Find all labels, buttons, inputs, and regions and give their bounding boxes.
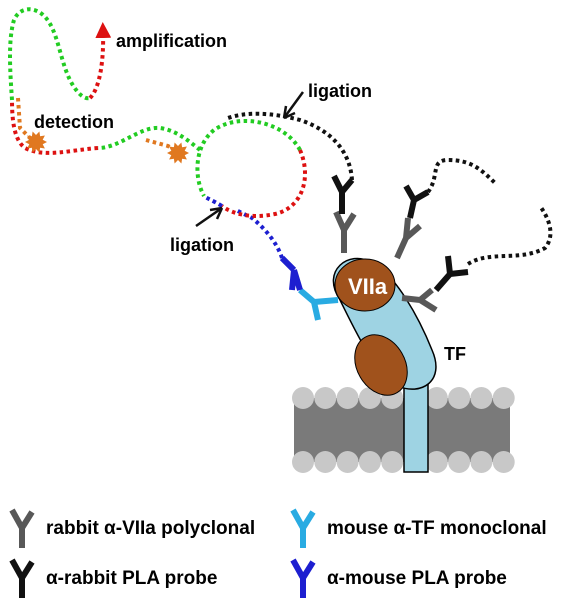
lipid-head: [292, 451, 314, 473]
legend-label: α-mouse PLA probe: [327, 568, 507, 589]
lipid-head: [448, 387, 471, 409]
anti-rabbit-pla-probe: [433, 255, 469, 292]
legend-label: α-rabbit PLA probe: [46, 568, 217, 589]
ligation-arrowhead: [209, 206, 224, 220]
legend-item-rabbit-viia: rabbit α-VIIa polyclonal: [9, 508, 255, 548]
rabbit-viia-antibody: [333, 210, 357, 253]
ligation-arrow-icon: [195, 206, 223, 228]
lipid-head: [492, 451, 515, 473]
lipid-head: [336, 451, 359, 473]
lightblue-antibody-icon: [290, 508, 316, 548]
legend: rabbit α-VIIa polyclonal mouse α-TF mono…: [9, 508, 547, 598]
lipid-head: [448, 451, 471, 473]
lipid-head: [492, 387, 515, 409]
fluorophore-icon: [167, 142, 189, 164]
rca-product-red: [88, 22, 112, 100]
legend-label: rabbit α-VIIa polyclonal: [46, 518, 255, 539]
viia-domain: [334, 258, 396, 312]
lipid-head: [381, 451, 404, 473]
rabbit-viia-antibody: [394, 217, 422, 260]
lipid-head: [292, 387, 314, 409]
detection-oligo: [16, 97, 34, 142]
circle-segment-red: [220, 149, 307, 218]
rca-product-green: [8, 7, 91, 101]
circle-segment-blue: [202, 194, 224, 208]
probe-oligo: [466, 204, 553, 266]
lipid-head: [314, 387, 337, 409]
black-antibody-icon: [9, 558, 35, 598]
lipid-head: [358, 451, 381, 473]
blue-antibody-icon: [290, 558, 316, 598]
antibodies: [279, 174, 469, 321]
mouse-tf-antibody: [298, 287, 339, 321]
gray-antibody-icon: [9, 508, 35, 548]
oligo-strands: [8, 7, 553, 266]
legend-item-mouse-tf: mouse α-TF monoclonal: [290, 508, 547, 548]
rabbit-viia-antibody: [401, 287, 438, 313]
ligation-arrow-icon: [282, 91, 305, 119]
ligation-arrows: [195, 91, 305, 228]
legend-item-anti-rabbit: α-rabbit PLA probe: [9, 558, 217, 598]
legend-label: mouse α-TF monoclonal: [327, 518, 547, 539]
membrane-bilayer: [294, 398, 510, 462]
lipid-head: [425, 387, 448, 409]
lipid-head: [470, 451, 493, 473]
ligation-arrowhead: [282, 105, 296, 120]
viia-lower-domain: [354, 334, 408, 396]
circle-segment-green: [195, 118, 302, 197]
lipid-head: [470, 387, 493, 409]
ligation-label-top: ligation: [308, 81, 372, 101]
ligation-label-bottom: ligation: [170, 235, 234, 255]
anti-rabbit-pla-probe: [403, 184, 430, 219]
detection-label: detection: [34, 112, 114, 132]
anti-rabbit-pla-probe: [331, 174, 355, 214]
lipid-head: [425, 451, 448, 473]
lipid-head: [336, 387, 359, 409]
lipid-heads-bottom: [292, 451, 515, 473]
amplification-label: amplification: [116, 31, 227, 51]
rca-product-green: [97, 125, 202, 152]
cell-membrane: [292, 387, 515, 473]
fluorophores: [25, 131, 189, 164]
probe-oligo: [426, 157, 498, 194]
mouse-probe-oligo: [235, 208, 284, 259]
legend-item-anti-mouse: α-mouse PLA probe: [290, 558, 507, 598]
lipid-head: [314, 451, 337, 473]
tf-protein: VIIa TF: [332, 257, 466, 473]
rca-product-red: [10, 99, 99, 155]
tf-label: TF: [444, 344, 466, 364]
tf-transmembrane-stalk: [403, 379, 429, 473]
probe-oligo: [227, 111, 354, 181]
viia-label: VIIa: [348, 274, 388, 299]
fluorophore-icon: [25, 131, 47, 153]
anti-mouse-pla-probe: [279, 255, 303, 291]
